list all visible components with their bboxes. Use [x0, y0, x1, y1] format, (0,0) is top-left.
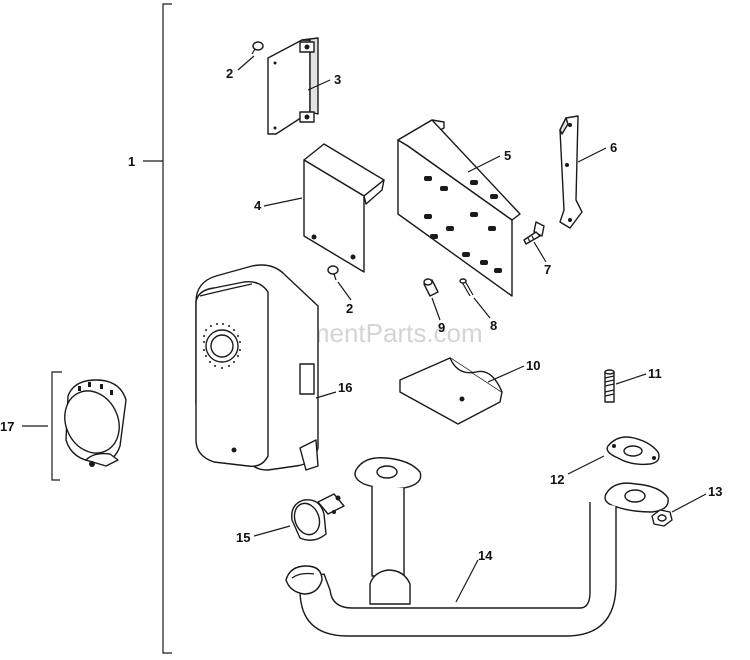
part-3-bracket[interactable] [267, 37, 319, 135]
part-8-pin[interactable] [459, 278, 474, 297]
callout-4: 4 [254, 198, 262, 213]
part-12-gasket[interactable] [606, 436, 660, 466]
callout-2-top: 2 [226, 66, 233, 81]
part-15-clamp[interactable] [290, 493, 345, 541]
callout-10: 10 [526, 358, 540, 373]
callout-labels: 1 2 3 4 5 6 7 2 8 9 10 11 12 13 14 15 16… [0, 66, 722, 563]
part-6-strap-bracket[interactable] [559, 115, 583, 229]
part-5-mounting-plate[interactable] [397, 119, 521, 297]
callout-3: 3 [334, 72, 341, 87]
callout-16: 16 [338, 380, 352, 395]
part-2-screw-top[interactable] [251, 41, 264, 55]
leader-lines [22, 55, 707, 603]
part-17-spark-arrestor[interactable] [51, 371, 129, 481]
part-14-exhaust-pipe[interactable] [285, 457, 669, 637]
callout-14: 14 [478, 548, 493, 563]
part-16-muffler[interactable] [195, 264, 319, 471]
part-13-nut[interactable] [651, 509, 673, 527]
part-10-gasket-plate[interactable] [399, 357, 503, 425]
part-2-screw-middle[interactable] [327, 265, 339, 281]
callout-2-middle: 2 [346, 301, 353, 316]
callout-9: 9 [438, 320, 445, 335]
callout-17: 17 [0, 419, 14, 434]
callout-7: 7 [544, 262, 551, 277]
part-11-stud[interactable] [604, 369, 615, 403]
assembly-bracket-line [143, 3, 172, 654]
callout-15: 15 [236, 530, 250, 545]
callout-12: 12 [550, 472, 564, 487]
callout-5: 5 [504, 148, 511, 163]
part-7-bolt[interactable] [523, 221, 545, 245]
callout-6: 6 [610, 140, 617, 155]
part-4-heat-shield[interactable] [303, 143, 385, 273]
callout-13: 13 [708, 484, 722, 499]
callout-1: 1 [128, 154, 135, 169]
callout-8: 8 [490, 318, 497, 333]
callout-11: 11 [648, 366, 662, 381]
part-9-spacer[interactable] [423, 278, 439, 297]
